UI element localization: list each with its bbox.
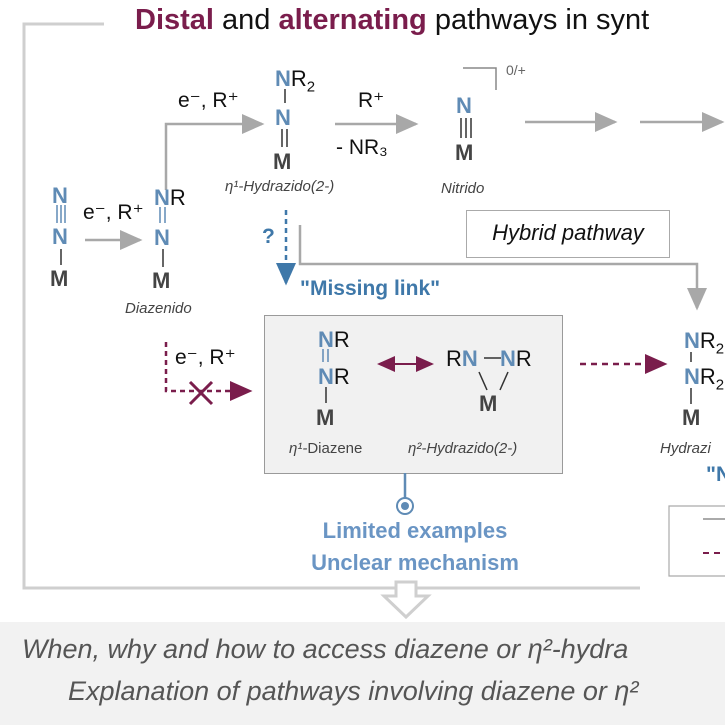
missing-link-label: "Missing link" — [300, 277, 441, 300]
blocked-x-icon — [188, 380, 214, 406]
question-line-1: When, why and how to access diazene or η… — [22, 634, 629, 664]
label-diazene: η¹-Diazene — [289, 440, 363, 457]
reagent-e-r-3: e⁻, R⁺ — [175, 346, 236, 369]
charge-label: 0/+ — [506, 62, 526, 78]
title-distal: Distal — [135, 4, 214, 36]
question-line-2: Explanation of pathways involving diazen… — [68, 676, 639, 706]
bottom-band: When, why and how to access diazene or η… — [0, 622, 725, 725]
legend-partial-label: "N — [706, 463, 725, 486]
missing-link-box — [264, 315, 563, 474]
label-diazenido: Diazenido — [125, 300, 192, 317]
arrow-to-hydrazido — [164, 114, 265, 190]
label-hydrazido-eta2: η²-Hydrazido(2-) — [408, 440, 518, 457]
reagent-minus-nr3: - NR₃ — [336, 136, 388, 159]
title-and: and — [222, 4, 271, 36]
question-mark: ? — [262, 225, 275, 248]
reagent-e-r-1: e⁻, R⁺ — [83, 201, 144, 224]
unclear-mechanism: Unclear mechanism — [311, 550, 519, 575]
arrow-hybrid — [298, 225, 707, 311]
label-hydrazido-eta1: η¹-Hydrazido(2-) — [225, 178, 335, 195]
down-arrow-icon — [380, 580, 432, 620]
limited-examples: Limited examples — [322, 518, 508, 543]
arrow-blocked — [164, 342, 253, 401]
title-alternating: alternating — [278, 4, 427, 36]
title-rest: pathways in synt — [434, 4, 650, 36]
reagent-e-r-2: e⁻, R⁺ — [178, 89, 239, 112]
hybrid-pathway-label: Hybrid pathway — [492, 220, 644, 245]
reagent-r-plus: R⁺ — [358, 89, 385, 112]
label-nitrido: Nitrido — [441, 180, 485, 197]
label-hydrazine: Hydrazi — [660, 440, 711, 457]
hybrid-pathway-box: Hybrid pathway — [466, 210, 670, 258]
page-title: Distal and alternating pathways in synt — [135, 4, 649, 37]
